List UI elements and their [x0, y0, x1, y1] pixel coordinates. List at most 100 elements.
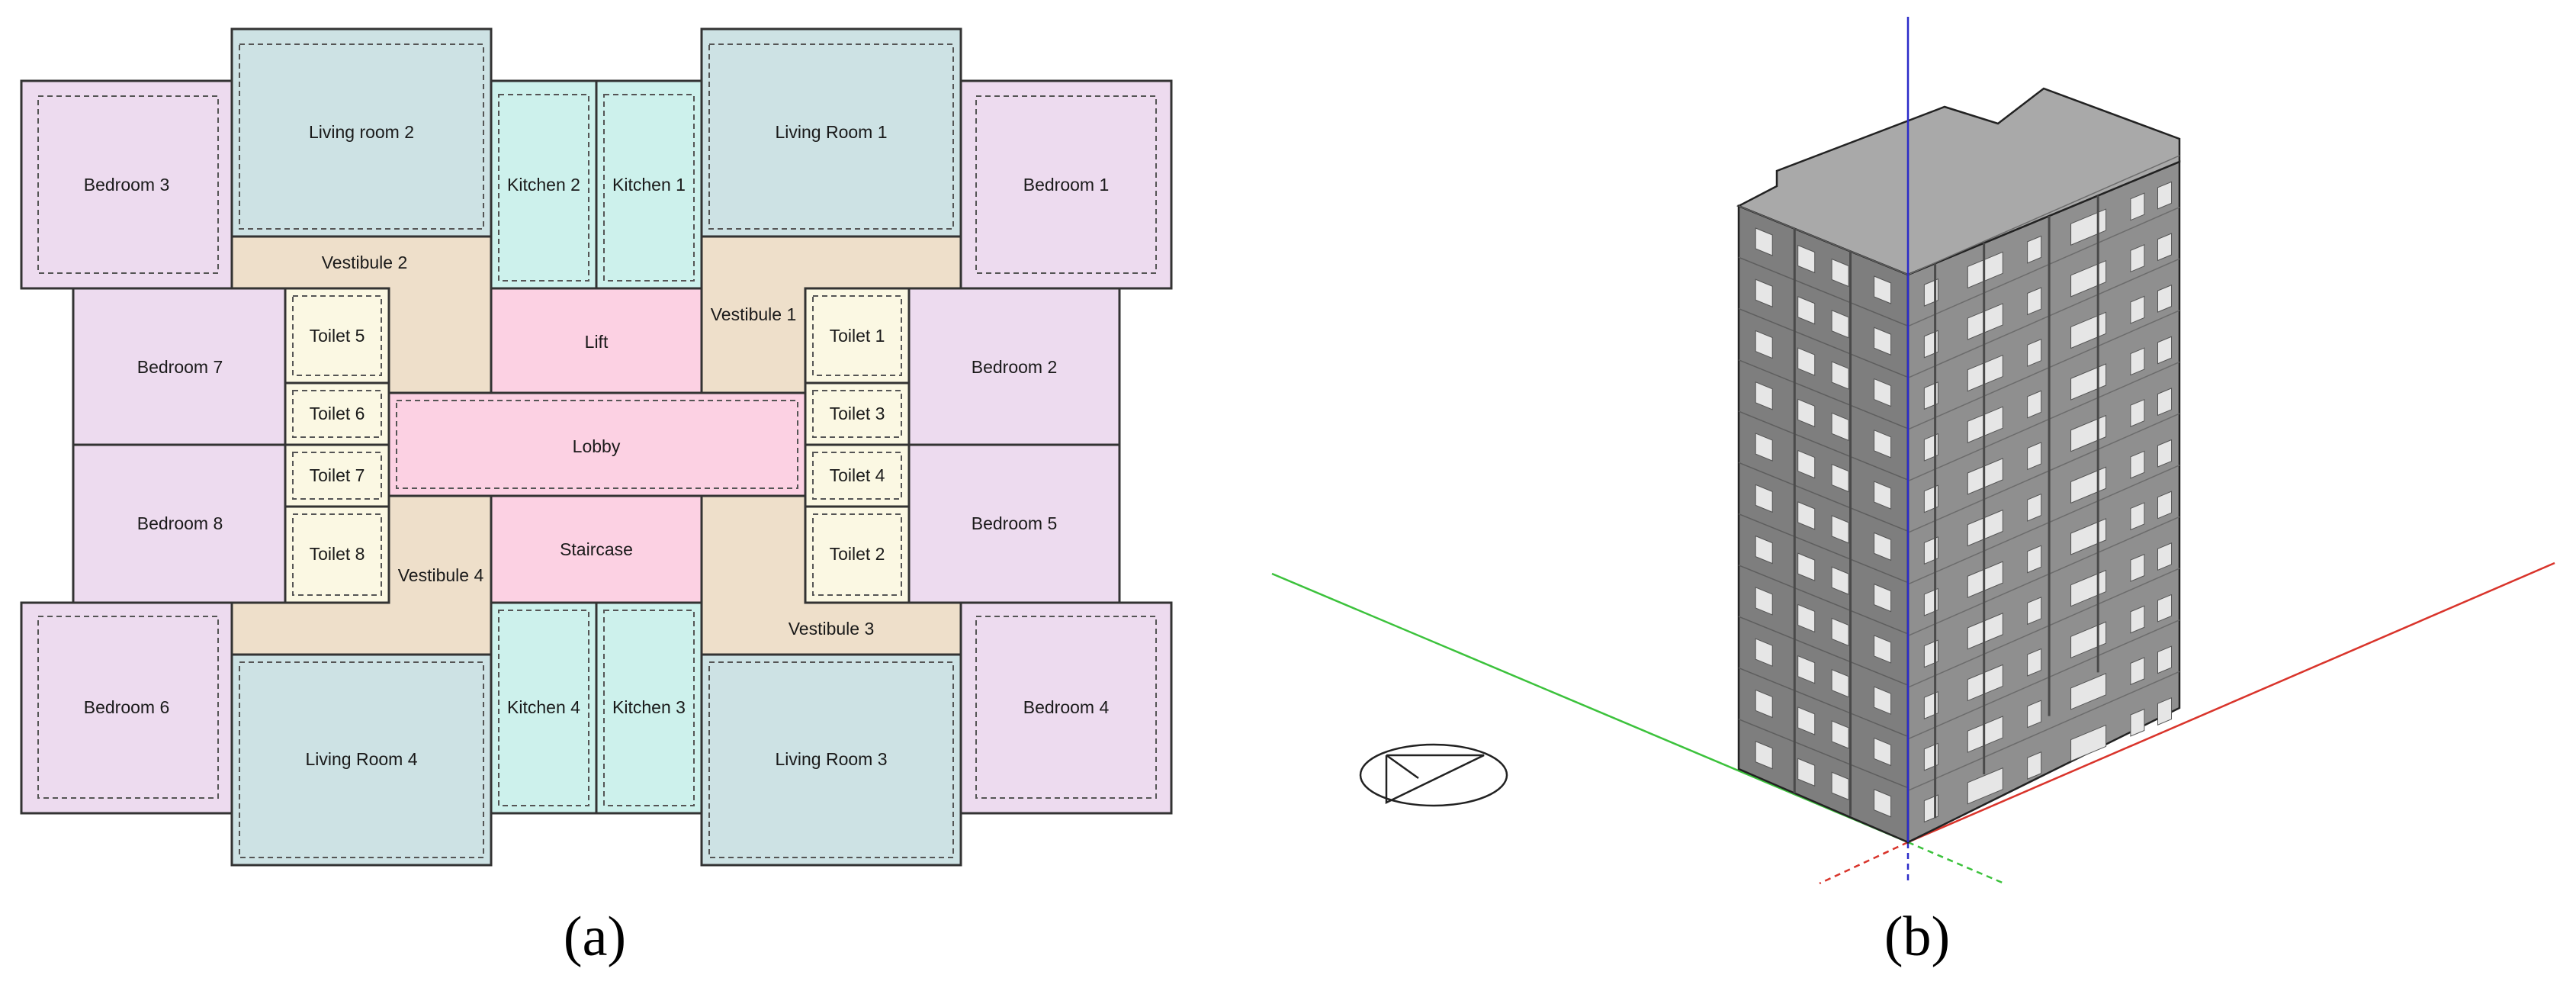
window-right — [2157, 594, 2173, 623]
room-living-room-4 — [230, 653, 493, 867]
window-left — [1755, 278, 1773, 308]
window-left — [1874, 275, 1892, 304]
label-toilet-8: Toilet 8 — [310, 544, 365, 564]
floor-line-left — [1738, 359, 1909, 430]
label-kitchen-3: Kitchen 3 — [612, 697, 686, 717]
window-left — [1831, 771, 1849, 800]
window-left — [1831, 617, 1849, 647]
label-lobby: Lobby — [573, 436, 621, 456]
window-left — [1831, 566, 1849, 595]
floor-plan: Bedroom 3 Living room 2 Kitchen 2 Kitche… — [20, 27, 1173, 867]
x-axis-red-dashed — [1819, 841, 1909, 885]
floor-line-left — [1738, 565, 1909, 635]
room-lift — [490, 287, 703, 394]
window-left — [1874, 327, 1892, 356]
window-right — [2130, 708, 2145, 737]
floor-line-left — [1738, 256, 1909, 327]
y-axis-green — [1271, 572, 1909, 844]
window-left — [1755, 381, 1773, 410]
window-left — [1755, 587, 1773, 616]
window-right — [1967, 767, 2003, 805]
room-bedroom-8 — [72, 443, 287, 604]
window-right — [2157, 284, 2173, 313]
floor-line-right — [1907, 516, 2180, 637]
window-right — [2130, 347, 2145, 376]
window-right — [2130, 192, 2145, 221]
window-right — [1967, 406, 2003, 444]
floor-line-left — [1738, 205, 1909, 275]
window-left — [1797, 501, 1816, 530]
window-left — [1755, 433, 1773, 462]
window-left — [1755, 638, 1773, 667]
label-vestibule-3: Vestibule 3 — [789, 619, 875, 639]
building-facade-details — [1738, 155, 2180, 823]
building-roof — [1736, 87, 2181, 276]
label-staircase: Staircase — [560, 539, 633, 559]
window-left — [1797, 552, 1816, 581]
room-bedroom-1 — [959, 79, 1173, 290]
label-kitchen-4: Kitchen 4 — [507, 697, 580, 717]
label-vestibule-4: Vestibule 4 — [398, 565, 484, 585]
window-left — [1874, 481, 1892, 510]
window-right — [2027, 338, 2042, 367]
north-arrow-icon — [1359, 743, 1508, 807]
window-right — [2157, 439, 2173, 468]
window-right — [2130, 502, 2145, 531]
floor-line-left — [1738, 667, 1909, 738]
room-bedroom-7 — [72, 287, 287, 446]
window-left — [1874, 788, 1892, 818]
label-toilet-1: Toilet 1 — [830, 326, 885, 346]
label-bedroom-3: Bedroom 3 — [84, 175, 170, 195]
window-left — [1755, 740, 1773, 770]
floor-line-right — [1907, 206, 2180, 327]
label-kitchen-2: Kitchen 2 — [507, 175, 580, 195]
window-left — [1874, 430, 1892, 458]
window-left — [1755, 330, 1773, 359]
window-right — [1967, 354, 2003, 392]
window-left — [1874, 737, 1892, 767]
window-left — [1797, 706, 1816, 735]
window-left — [1831, 361, 1849, 390]
room-bedroom-3 — [20, 79, 233, 290]
floor-line-left — [1738, 307, 1909, 378]
room-staircase — [490, 494, 703, 604]
label-toilet-2: Toilet 2 — [830, 544, 885, 564]
room-living-room-2 — [230, 27, 493, 238]
floor-line-right — [1907, 361, 2180, 482]
window-right — [2130, 450, 2145, 479]
room-toilet-4 — [804, 443, 911, 508]
window-left — [1874, 583, 1892, 613]
window-right — [2130, 295, 2145, 324]
label-toilet-7: Toilet 7 — [310, 465, 365, 485]
window-right — [1967, 509, 2003, 547]
window-right — [2027, 442, 2042, 471]
window-right — [2027, 751, 2042, 780]
room-toilet-8 — [284, 505, 390, 604]
window-right — [2130, 553, 2145, 582]
window-right — [2070, 724, 2107, 762]
window-right — [2157, 542, 2173, 571]
window-right — [1967, 561, 2003, 599]
window-right — [2027, 700, 2042, 729]
room-toilet-3 — [804, 381, 911, 446]
label-bedroom-2: Bedroom 2 — [972, 357, 1058, 377]
label-living-room-3: Living Room 3 — [775, 749, 887, 769]
inner-dashed-outlines — [37, 43, 1157, 858]
window-left — [1797, 244, 1816, 274]
room-kitchen-1 — [595, 79, 703, 290]
caption-a: (a) — [564, 906, 626, 968]
window-right — [2130, 605, 2145, 634]
label-bedroom-1: Bedroom 1 — [1023, 175, 1110, 195]
label-toilet-3: Toilet 3 — [830, 404, 885, 423]
caption-b: (b) — [1884, 906, 1950, 968]
window-right — [1967, 251, 2003, 289]
room-bedroom-4 — [959, 601, 1173, 815]
window-left — [1831, 668, 1849, 698]
floor-line-left — [1738, 719, 1909, 789]
label-living-room-1: Living Room 1 — [775, 122, 887, 142]
window-right — [2027, 493, 2042, 522]
label-lift: Lift — [585, 332, 609, 352]
label-kitchen-1: Kitchen 1 — [612, 175, 686, 195]
window-right — [2130, 657, 2145, 686]
